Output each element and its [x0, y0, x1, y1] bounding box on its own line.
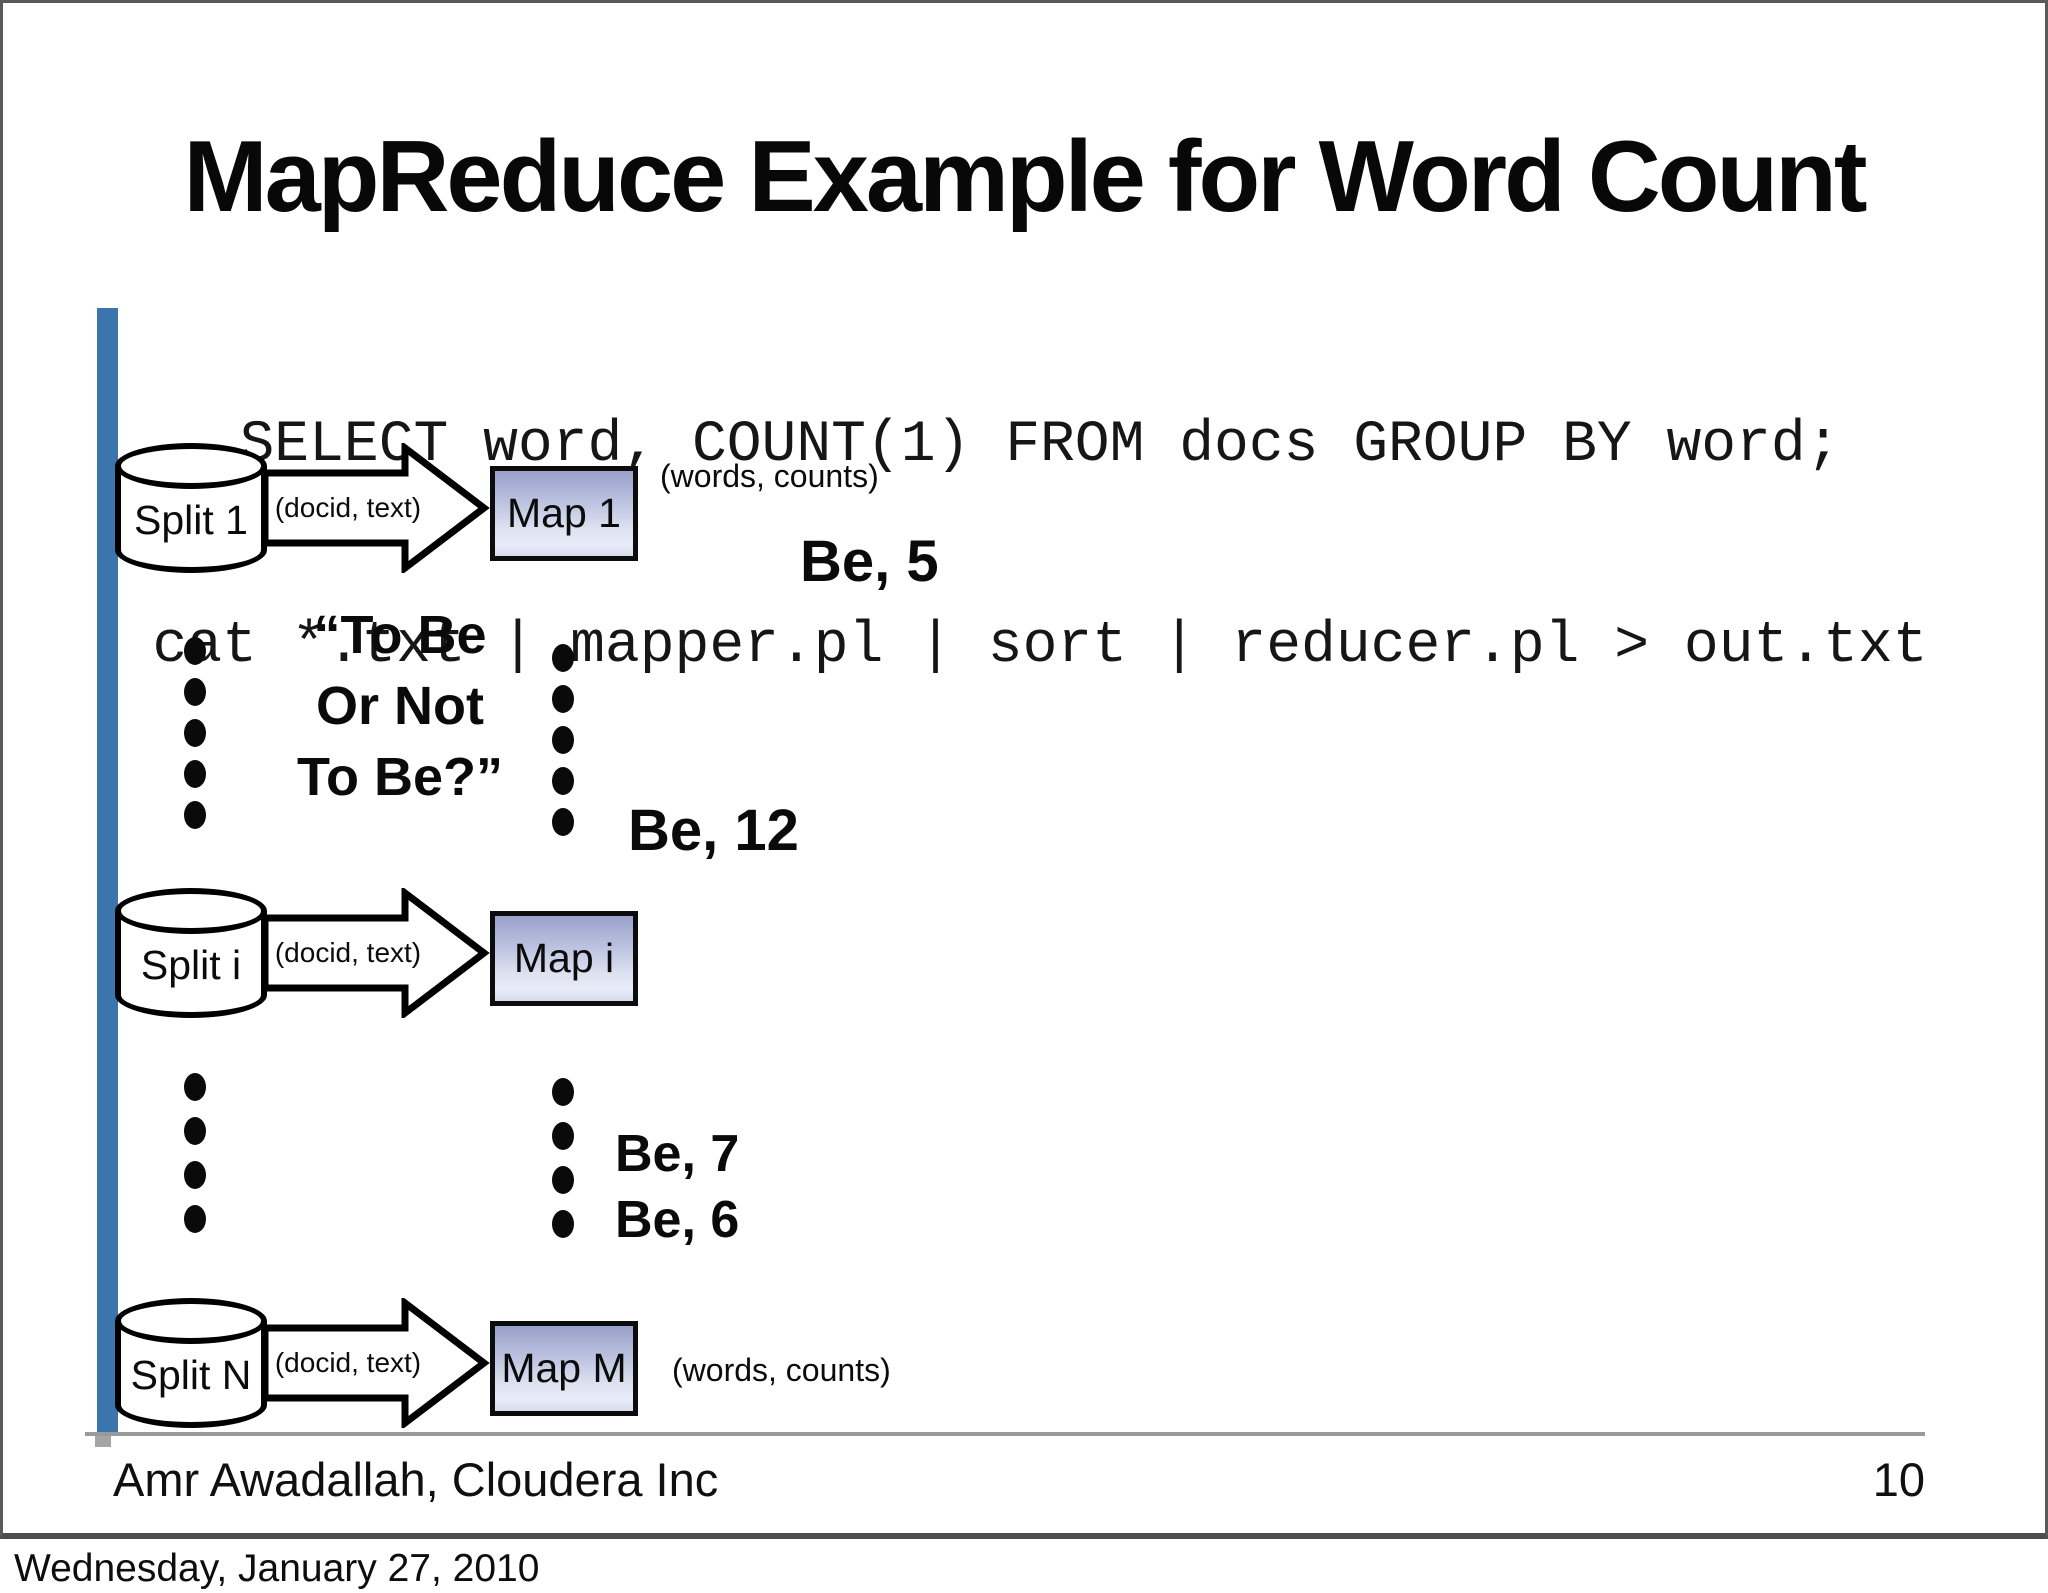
dot [552, 767, 574, 795]
accent-vertical-bar [97, 308, 118, 1434]
dot [184, 719, 206, 747]
map-m-box: Map M [490, 1321, 638, 1416]
dot [184, 801, 206, 829]
map-i-label: Map i [513, 935, 615, 981]
split-i-cylinder: Split i [115, 888, 267, 1018]
cylinder-top-ellipse [115, 1298, 267, 1344]
cylinder-top-ellipse [115, 888, 267, 934]
dot [552, 1166, 574, 1194]
output-label-words-counts-2: (words, counts) [672, 1352, 891, 1388]
code-line-shell: cat *.txt | mapper.pl | sort | reducer.p… [152, 614, 1928, 679]
dot [184, 1205, 206, 1233]
arrow-right-icon [262, 1298, 490, 1428]
dot [552, 1122, 574, 1150]
quote-line-3: To Be?” [297, 747, 503, 807]
dot [552, 808, 574, 836]
split-n-label: Split N [130, 1352, 252, 1398]
edge-label-docid-text: (docid, text) [274, 1347, 422, 1378]
dot [184, 760, 206, 788]
ellipsis-dots-left-2 [184, 1073, 206, 1233]
dot [184, 1161, 206, 1189]
dot [552, 1210, 574, 1238]
map-1-label: Map 1 [507, 490, 621, 536]
annotation-be-12: Be, 12 [628, 798, 799, 863]
dot [552, 644, 574, 672]
arrow-right-icon [262, 443, 490, 573]
quote-line-1: “To Be [313, 605, 487, 665]
annotation-be-5: Be, 5 [800, 529, 939, 594]
slide-canvas [0, 0, 2048, 1539]
arrow-right-icon [262, 888, 490, 1018]
dot [184, 678, 206, 706]
quote-line-2: Or Not [316, 676, 484, 736]
dot [184, 1117, 206, 1145]
dot [552, 685, 574, 713]
ellipsis-dots-left-1 [184, 637, 206, 829]
split-i-label: Split i [140, 942, 242, 988]
footer-author: Amr Awadallah, Cloudera Inc [113, 1453, 719, 1506]
split-n-cylinder: Split N [115, 1298, 267, 1428]
slide-title: MapReduce Example for Word Count [183, 121, 1867, 233]
ellipsis-dots-right-1 [552, 644, 574, 836]
split-1-label: Split 1 [134, 497, 248, 543]
page-number: 10 [1872, 1453, 1925, 1506]
code-block: SELECT word, COUNT(1) FROM docs GROUP BY… [60, 278, 2020, 814]
dot [184, 1073, 206, 1101]
annotation-be-7: Be, 7 [615, 1125, 740, 1183]
dot [552, 726, 574, 754]
edge-label-docid-text: (docid, text) [274, 937, 422, 968]
document-quote: “To Be Or Not To Be?” [245, 600, 555, 813]
split-1-cylinder: Split 1 [115, 443, 267, 573]
output-label-words-counts-1: (words, counts) [660, 458, 879, 494]
annotation-be-6: Be, 6 [615, 1191, 740, 1249]
dot [552, 1078, 574, 1106]
ellipsis-dots-right-2 [552, 1078, 574, 1238]
dot [184, 637, 206, 665]
map-m-label: Map M [501, 1345, 627, 1391]
separator-end-marker [95, 1436, 111, 1447]
footer-separator-line [85, 1432, 1925, 1436]
cylinder-top-ellipse [115, 443, 267, 489]
map-i-box: Map i [490, 911, 638, 1006]
date-stamp: Wednesday, January 27, 2010 [14, 1547, 540, 1590]
map-1-box: Map 1 [490, 466, 638, 561]
edge-label-docid-text: (docid, text) [274, 492, 422, 523]
